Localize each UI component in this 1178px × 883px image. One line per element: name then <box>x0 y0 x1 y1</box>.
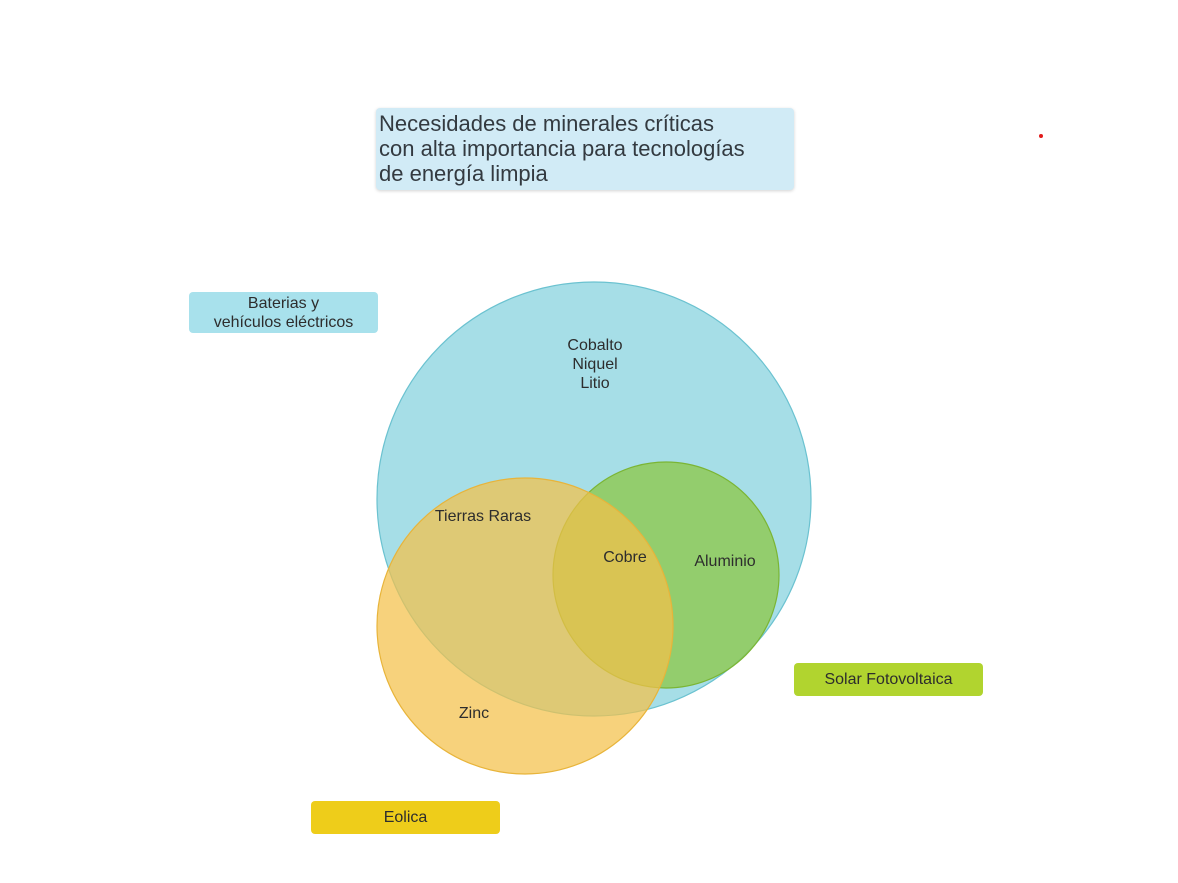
region-label-cobalto-niquel-litio: Cobalto Niquel Litio <box>567 337 623 392</box>
circle-eolica <box>376 477 674 775</box>
region-label-cobre: Cobre <box>603 549 647 566</box>
red-dot-marker <box>1039 134 1043 138</box>
diagram-title: Necesidades de minerales críticas con al… <box>376 108 794 190</box>
region-label-tierras-raras: Tierras Raras <box>434 508 532 525</box>
legend-baterias-vehiculos-electricos: Baterias y vehículos eléctricos <box>189 292 378 333</box>
region-label-zinc: Zinc <box>458 705 490 722</box>
legend-eolica: Eolica <box>311 801 500 834</box>
legend-solar-fotovoltaica: Solar Fotovoltaica <box>794 663 983 696</box>
region-label-aluminio: Aluminio <box>694 553 756 570</box>
